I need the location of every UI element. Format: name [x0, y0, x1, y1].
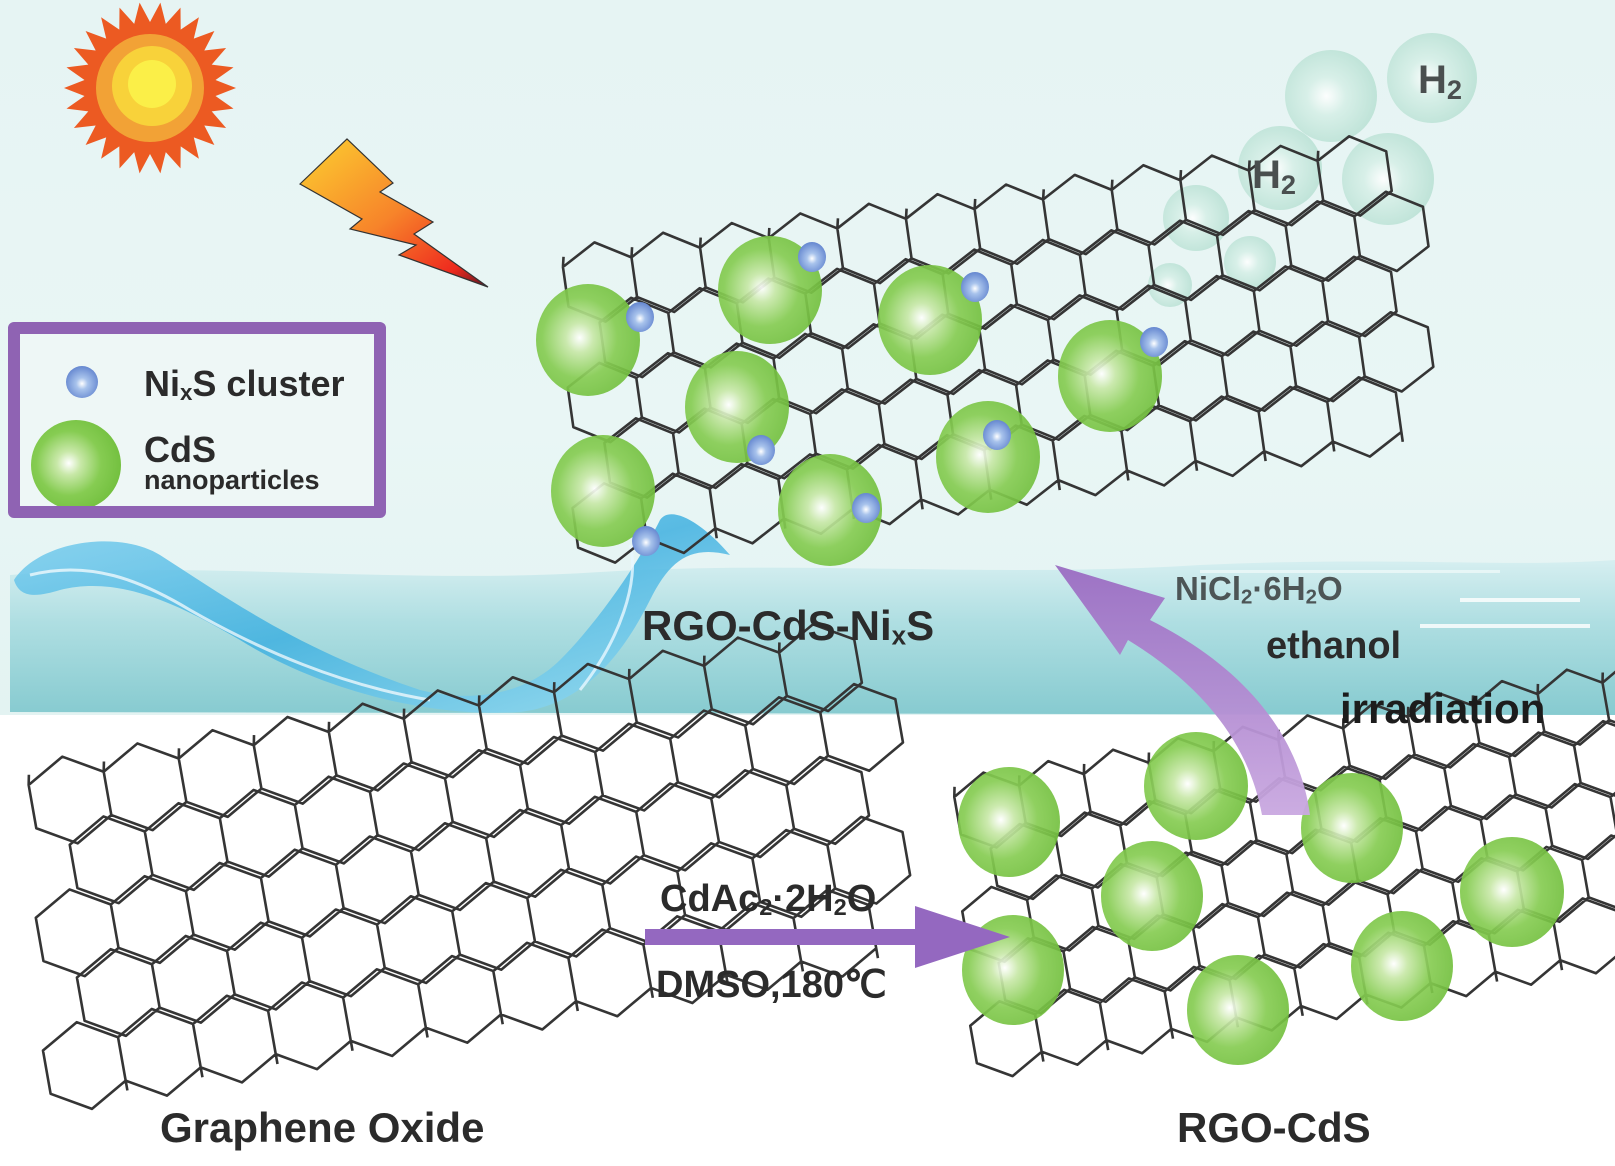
- nixs-cluster: [747, 435, 775, 465]
- hydrogen-bubble: [1387, 33, 1477, 123]
- cds-nanoparticle: [1351, 911, 1453, 1021]
- cds-nanoparticle: [1187, 955, 1289, 1065]
- cds-nanoparticles-bottom: [958, 732, 1564, 1065]
- nixs-cluster: [852, 493, 880, 523]
- label-rgo-cds-nixs: RGO-CdS-NixS: [642, 602, 935, 651]
- step2-reagent: NiCl2·6H2O: [1175, 570, 1343, 609]
- cds-nanoparticle: [718, 236, 822, 344]
- legend-symbols: [31, 366, 121, 506]
- cds-nanoparticle-icon: [31, 420, 121, 506]
- legend-label-nixs: NixS cluster: [144, 363, 345, 406]
- cds-nanoparticle: [685, 351, 789, 463]
- hydrogen-bubble: [1285, 50, 1377, 142]
- cds-nanoparticle: [1058, 320, 1162, 432]
- cds-nanoparticle: [958, 767, 1060, 877]
- cds-nanoparticle: [1301, 773, 1403, 883]
- hexagon-mesh: [27, 623, 912, 1111]
- cds-nanoparticle: [536, 284, 640, 396]
- hydrogen-bubble: [1238, 126, 1322, 210]
- step2-method: irradiation: [1340, 685, 1546, 732]
- legend-label-cds: CdS: [144, 429, 216, 470]
- graphene-oxide-lattice: [27, 623, 912, 1111]
- step2-solvent: ethanol: [1266, 625, 1402, 667]
- arrow-step2: [1055, 565, 1310, 815]
- arrow-step1: [645, 906, 1010, 968]
- nixs-cluster-icon: [66, 366, 98, 398]
- legend-label-nanoparticles: nanoparticles: [144, 465, 320, 495]
- sun-center: [128, 60, 176, 108]
- cds-nanoparticle: [778, 454, 882, 566]
- cds-nanoparticles-top: [536, 236, 1162, 566]
- label-rgo-cds: RGO-CdS: [1177, 1104, 1371, 1151]
- hydrogen-bubble: [1342, 133, 1434, 225]
- nixs-cluster: [632, 526, 660, 556]
- h2-label: H2: [1252, 153, 1297, 200]
- nixs-cluster: [798, 242, 826, 272]
- sun-icon: [64, 2, 236, 174]
- step1-reagent: CdAc2·2H2O: [660, 878, 877, 921]
- cds-nanoparticle: [1460, 837, 1564, 947]
- cds-nanoparticle: [878, 265, 982, 375]
- cds-nanoparticle: [1101, 841, 1203, 951]
- cds-nanoparticle: [1144, 732, 1248, 840]
- legend-box: NixS cluster CdS nanoparticles: [8, 322, 386, 518]
- nixs-cluster: [961, 272, 989, 302]
- nixs-clusters-top: [626, 242, 1168, 556]
- nixs-cluster: [626, 302, 654, 332]
- hydrogen-bubble: [1224, 236, 1276, 288]
- nixs-cluster: [983, 420, 1011, 450]
- label-graphene-oxide: Graphene Oxide: [160, 1104, 485, 1151]
- cds-nanoparticle: [936, 401, 1040, 513]
- h2-label: H2: [1418, 58, 1463, 105]
- cds-nanoparticle: [551, 435, 655, 547]
- nixs-cluster: [1140, 327, 1168, 357]
- step1-conditions: DMSO,180℃: [656, 964, 887, 1006]
- lightning-icon: [299, 138, 489, 288]
